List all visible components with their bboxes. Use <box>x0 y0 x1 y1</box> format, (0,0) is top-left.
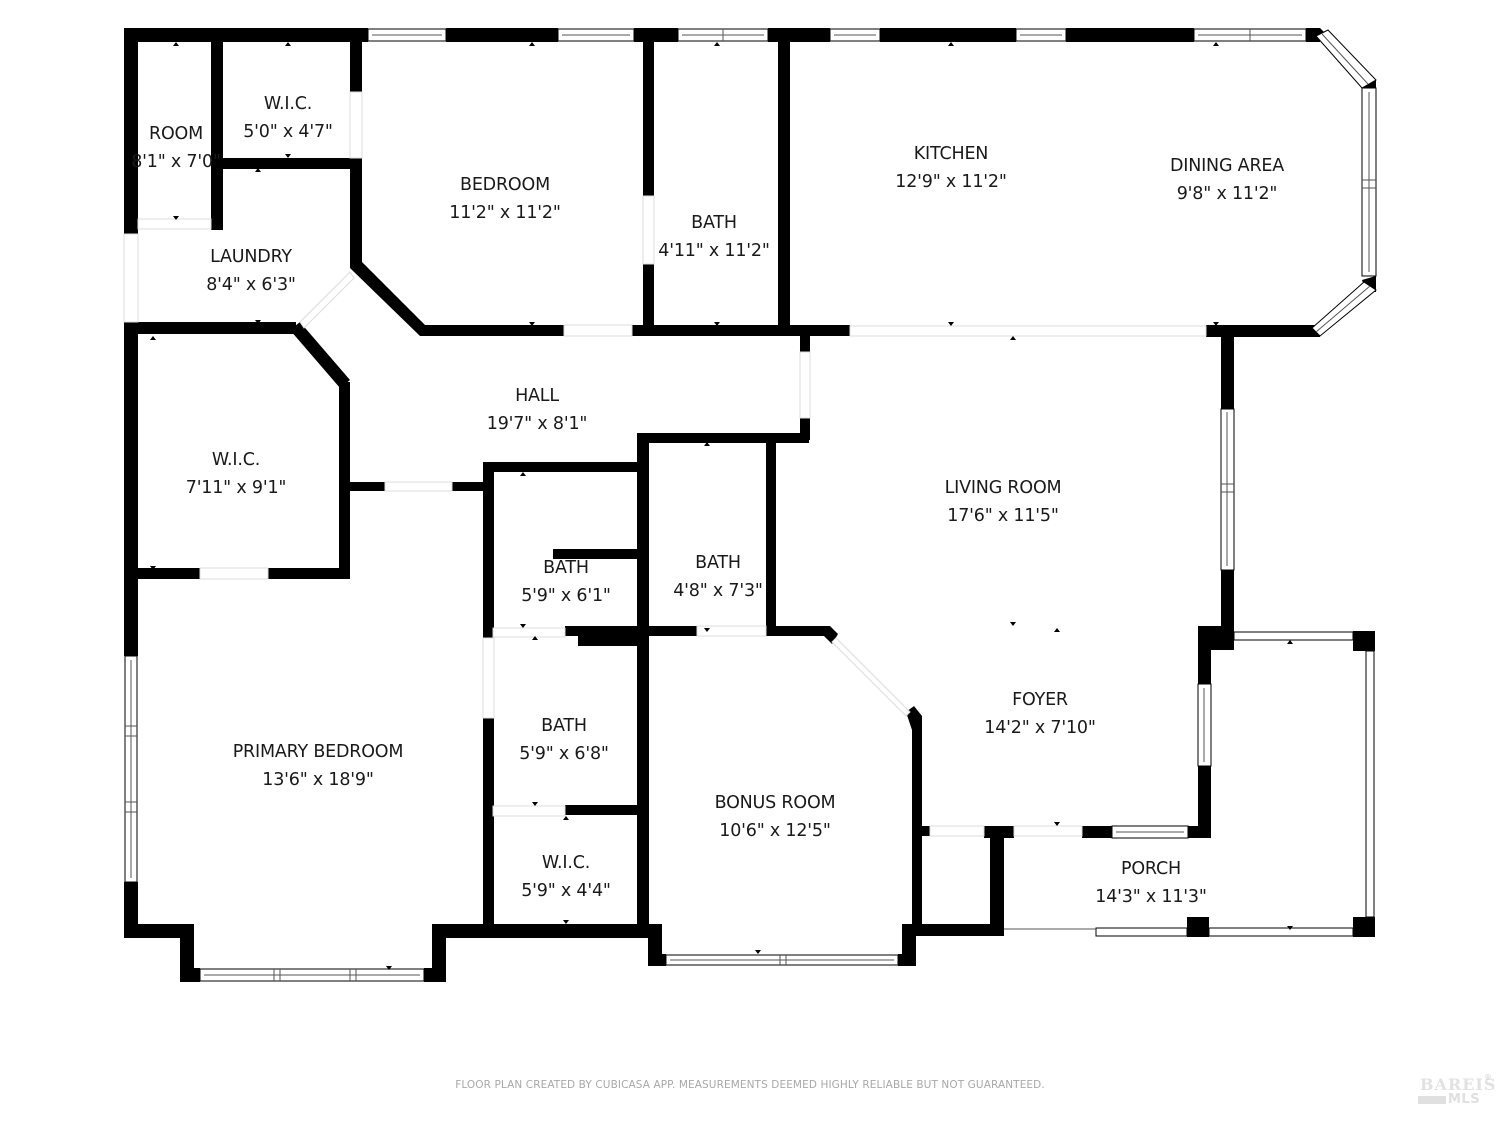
room-name: BEDROOM <box>460 175 550 195</box>
room-label-bath-top: BATH 4'11" x 11'2" <box>658 209 770 265</box>
bareis-mls-logo: BAREIS ® MLS <box>1416 1073 1497 1111</box>
room-name: BATH <box>691 213 737 233</box>
room-name: KITCHEN <box>913 144 989 164</box>
registered-mark-icon: ® <box>1484 1073 1492 1082</box>
room-dimensions: 10'6" x 12'5" <box>719 821 831 841</box>
room-name: DINING AREA <box>1169 156 1285 176</box>
room-name: ROOM <box>148 124 204 144</box>
room-dimensions: 4'8" x 7'3" <box>673 581 763 601</box>
logo-wordmark-bottom: MLS <box>1448 1092 1481 1107</box>
room-dimensions: 14'3" x 11'3" <box>1095 887 1207 907</box>
room-name: W.I.C. <box>541 853 591 873</box>
room-name: BATH <box>541 716 587 736</box>
room-dimensions: 11'2" x 11'2" <box>449 203 561 223</box>
room-label-wic-left: W.I.C. 7'11" x 9'1" <box>185 446 287 502</box>
room-label-living-room: LIVING ROOM 17'6" x 11'5" <box>945 474 1062 530</box>
room-label-bath-mid-right: BATH 4'8" x 7'3" <box>673 549 763 605</box>
room-label-bath-lower: BATH 5'9" x 6'8" <box>519 712 609 768</box>
logo-wordmark-top: BAREIS <box>1420 1075 1497 1094</box>
room-name: LAUNDRY <box>210 247 292 267</box>
room-name: PORCH <box>1120 859 1181 879</box>
room-dimensions: 4'11" x 11'2" <box>658 241 770 261</box>
room-dimensions: 8'4" x 6'3" <box>206 275 296 295</box>
room-label-dining-area: DINING AREA 9'8" x 11'2" <box>1170 152 1284 208</box>
room-dimensions: 12'9" x 11'2" <box>895 172 1007 192</box>
room-dimensions: 17'6" x 11'5" <box>947 506 1059 526</box>
room-dimensions: 5'9" x 6'1" <box>521 586 611 606</box>
room-label-porch: PORCH 14'3" x 11'3" <box>1095 855 1207 911</box>
room-label-bonus-room: BONUS ROOM 10'6" x 12'5" <box>715 789 836 845</box>
room-label-bedroom: BEDROOM 11'2" x 11'2" <box>449 171 561 227</box>
room-label-bath-mid-left: BATH 5'9" x 6'1" <box>521 554 611 610</box>
room-dimensions: 9'8" x 11'2" <box>1176 184 1278 204</box>
room-name: LIVING ROOM <box>944 478 1062 498</box>
room-dimensions: 19'7" x 8'1" <box>486 414 588 434</box>
room-label-kitchen: KITCHEN 12'9" x 11'2" <box>895 140 1007 196</box>
room-label-wic-bottom: W.I.C. 5'9" x 4'4" <box>521 849 611 905</box>
room-dimensions: 5'0" x 4'7" <box>243 122 333 142</box>
room-name: BATH <box>543 558 589 578</box>
openings <box>123 91 1207 837</box>
room-label-primary-bedroom: PRIMARY BEDROOM 13'6" x 18'9" <box>233 738 404 794</box>
room-label-laundry: LAUNDRY 8'4" x 6'3" <box>206 243 296 299</box>
room-name: W.I.C. <box>263 94 313 114</box>
room-name: BONUS ROOM <box>714 793 836 813</box>
room-name: PRIMARY BEDROOM <box>232 742 404 762</box>
room-name: FOYER <box>1012 690 1068 710</box>
room-label-wic-top: W.I.C. 5'0" x 4'7" <box>243 90 333 146</box>
room-dimensions: 5'9" x 6'8" <box>519 744 609 764</box>
windows <box>124 28 1377 982</box>
room-name: HALL <box>515 386 559 406</box>
room-dimensions: 7'11" x 9'1" <box>185 478 287 498</box>
room-name: BATH <box>695 553 741 573</box>
room-dimensions: 5'9" x 4'4" <box>521 881 611 901</box>
dimension-markers <box>150 42 1293 970</box>
room-label-hall: HALL 19'7" x 8'1" <box>486 382 588 438</box>
disclaimer-text: FLOOR PLAN CREATED BY CUBICASA APP. MEAS… <box>455 1079 1045 1091</box>
logo-bar-shape <box>1418 1096 1446 1104</box>
room-dimensions: 8'1" x 7'0" <box>131 152 221 172</box>
room-label-foyer: FOYER 14'2" x 7'10" <box>984 686 1096 742</box>
room-dimensions: 13'6" x 18'9" <box>262 770 374 790</box>
walls <box>124 28 1376 982</box>
room-label-room: ROOM 8'1" x 7'0" <box>131 120 221 176</box>
room-dimensions: 14'2" x 7'10" <box>984 718 1096 738</box>
room-name: W.I.C. <box>211 450 261 470</box>
